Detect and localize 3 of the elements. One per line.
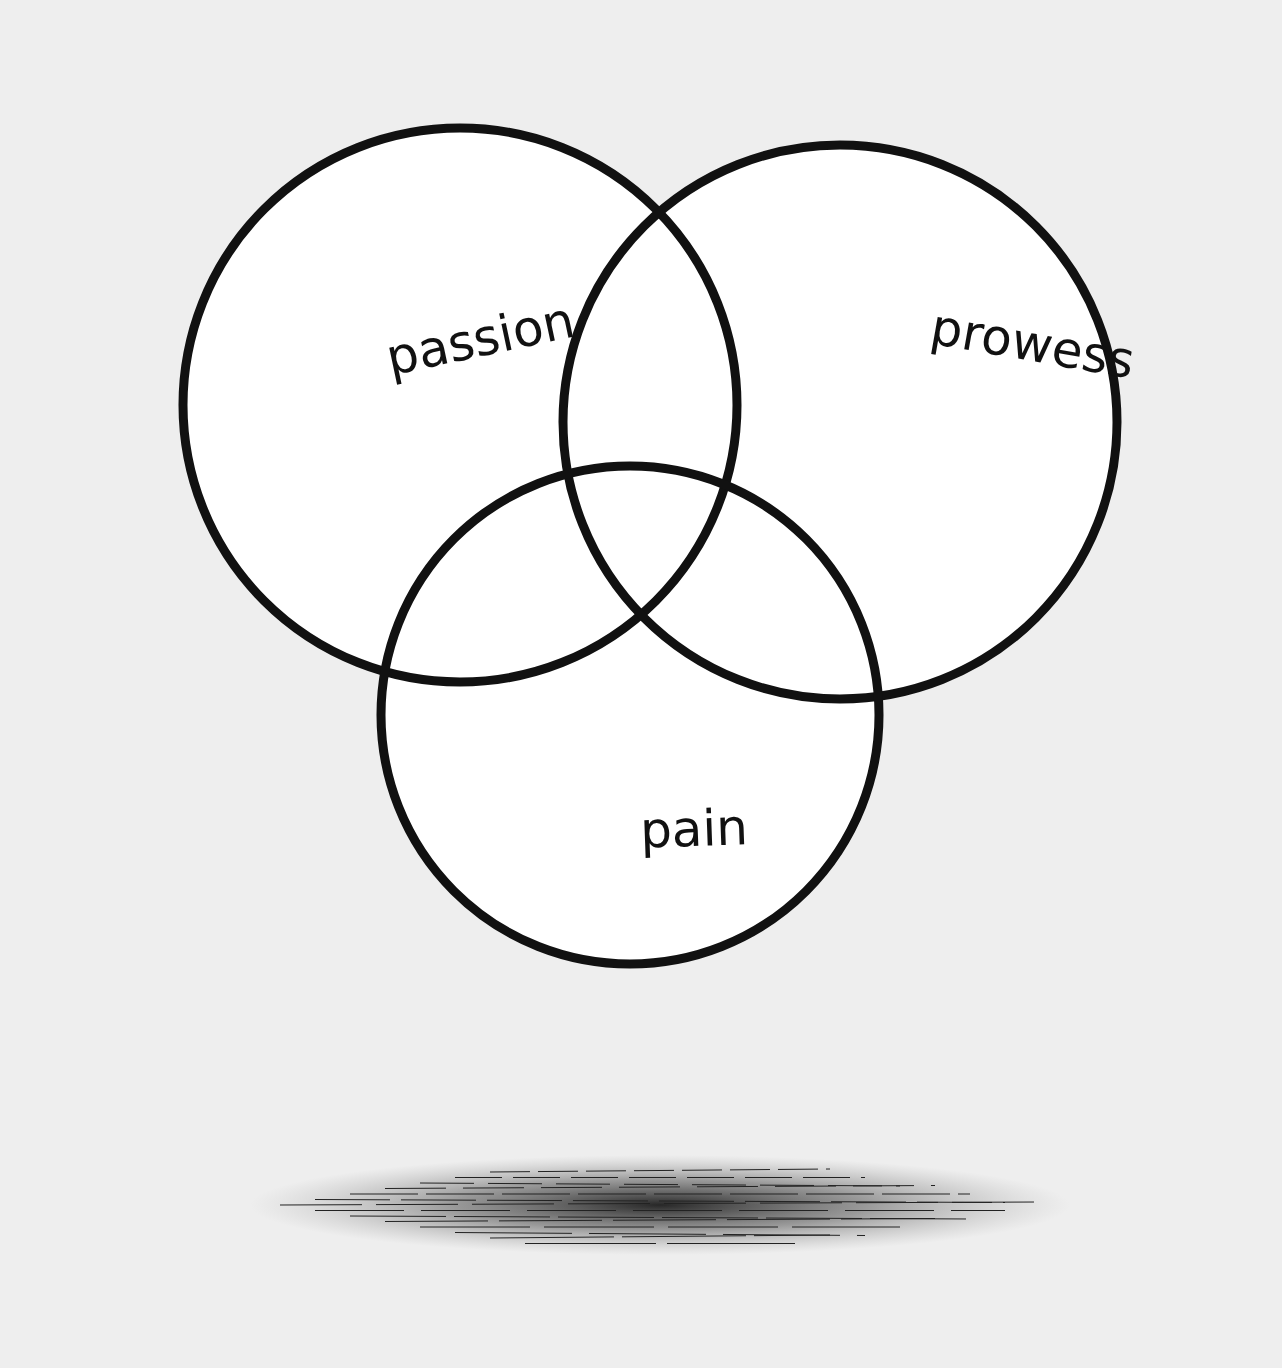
circle-label: prowess [926,297,1139,391]
circle-label: pain [639,798,749,860]
circle-label: passion [381,290,580,388]
